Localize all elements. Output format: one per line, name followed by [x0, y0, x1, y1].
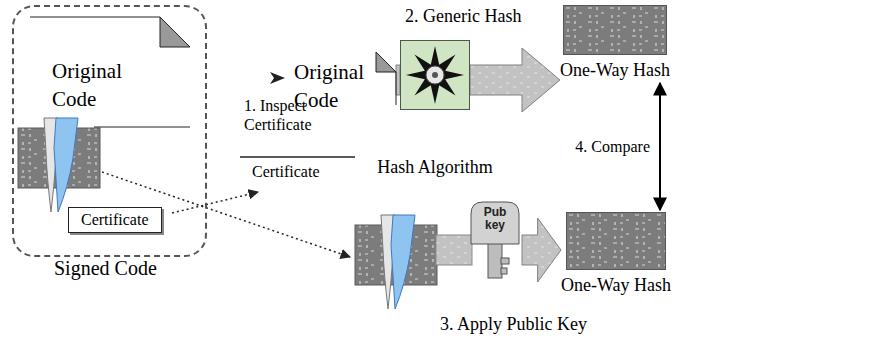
gear-hub — [426, 66, 444, 84]
signature-image — [18, 118, 100, 212]
hash-block-fill — [563, 5, 667, 55]
hash-algorithm-box: Hash Algorithm — [400, 40, 470, 110]
compare-arrow — [659, 83, 661, 210]
step-label: 2. Generic Hash — [405, 6, 521, 28]
flow-arrow — [522, 218, 561, 282]
document-edge — [30, 17, 190, 47]
hash-block-rect — [563, 6, 666, 55]
key-tooth — [501, 258, 509, 264]
hash-block: One-Way Hash — [561, 212, 671, 296]
dotted-arrow — [172, 192, 258, 213]
hash-label: One-Way Hash — [560, 60, 670, 81]
hash-block-shape — [563, 5, 667, 55]
edge-label: 4. Compare — [573, 138, 652, 156]
pointer-arrow — [270, 72, 285, 84]
flow-arrow — [470, 48, 560, 112]
group-title: Signed Code — [54, 257, 157, 280]
document-edge — [94, 127, 190, 128]
step-label: 3. Apply Public Key — [440, 314, 587, 336]
key-label: Pub key — [472, 206, 518, 232]
signature-image — [355, 215, 437, 309]
hash-label: One-Way Hash — [561, 275, 671, 296]
hash-block-fill — [566, 212, 666, 270]
document-label: Original Code — [52, 57, 132, 114]
flow-shaft — [436, 235, 472, 265]
certificate-box: Certificate — [68, 207, 162, 233]
signed-code-group: Original CodeCertificateSigned Code — [12, 5, 207, 257]
divider-line — [240, 156, 355, 157]
document-fold — [376, 52, 396, 72]
hash-block-rect — [566, 213, 665, 270]
key-head — [471, 202, 519, 244]
document-edge — [396, 72, 397, 105]
certificate-label: Certificate — [252, 162, 320, 181]
gear-icon — [401, 41, 469, 109]
hash-block-shape — [566, 212, 666, 270]
step-label: 1. Inspect Certificate — [244, 96, 336, 134]
hash-block: One-Way Hash — [560, 5, 670, 81]
key-tooth — [501, 268, 507, 274]
document-fold — [160, 17, 190, 47]
certificate-label: Certificate — [81, 211, 149, 229]
gear-axle — [432, 72, 438, 78]
key-shank — [488, 242, 502, 278]
public-key: Pub key — [468, 200, 522, 280]
hash-label: Hash Algorithm — [377, 157, 493, 178]
gear-star — [406, 46, 464, 104]
document-icon: Original Code — [30, 17, 190, 127]
